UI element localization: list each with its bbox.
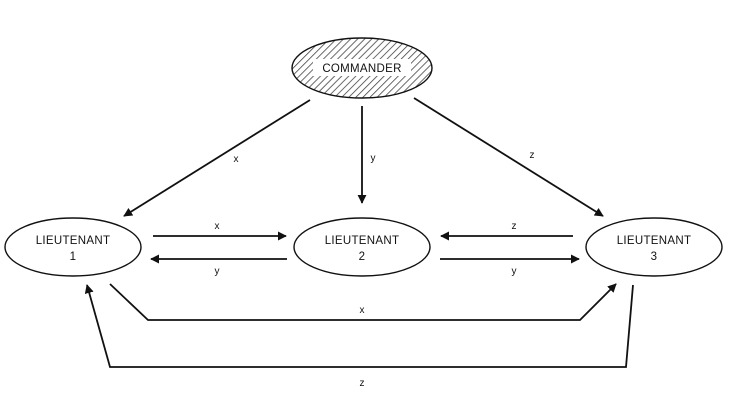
edge-lieutenant-3-to-lieutenant-1-line bbox=[84, 284, 634, 368]
lieutenant-2-number: 2 bbox=[359, 251, 366, 263]
commander-label: COMMANDER bbox=[322, 63, 401, 75]
edge-lieutenant-1-to-lieutenant-2-label: x bbox=[215, 221, 220, 232]
edge-lieutenant-1-to-lieutenant-3: x bbox=[109, 283, 617, 321]
edge-commander-to-lieutenant-3-label: z bbox=[530, 150, 535, 161]
edge-lieutenant-2-to-lieutenant-3: y bbox=[440, 254, 580, 277]
edge-commander-to-lieutenant-1: x bbox=[123, 99, 311, 217]
edge-commander-to-lieutenant-2: y bbox=[357, 106, 376, 204]
lieutenant-1-label: LIEUTENANT bbox=[36, 235, 111, 247]
lieutenant-3-label: LIEUTENANT bbox=[617, 235, 692, 247]
lieutenant-1-ellipse bbox=[4, 217, 142, 277]
edge-commander-to-lieutenant-1-label: x bbox=[234, 154, 239, 165]
edge-lieutenant-3-to-lieutenant-1: z bbox=[84, 284, 634, 389]
edge-lieutenant-3-to-lieutenant-1-label: z bbox=[360, 378, 365, 389]
lieutenant-1-node: LIEUTENANT 1 bbox=[4, 217, 142, 277]
lieutenant-3-number: 3 bbox=[651, 251, 658, 263]
edge-commander-to-lieutenant-2-label: y bbox=[371, 153, 376, 164]
edge-lieutenant-3-to-lieutenant-2-label: z bbox=[512, 221, 517, 232]
commander-label-backing bbox=[313, 59, 411, 76]
lieutenant-2-label: LIEUTENANT bbox=[325, 235, 400, 247]
edge-lieutenant-2-to-lieutenant-1-label: y bbox=[215, 266, 220, 277]
lieutenant-3-ellipse bbox=[585, 217, 723, 277]
edge-commander-to-lieutenant-1-line bbox=[123, 99, 311, 217]
edge-lieutenant-3-to-lieutenant-2: z bbox=[440, 221, 573, 241]
edge-commander-to-lieutenant-3: z bbox=[413, 97, 604, 217]
lieutenant-3-node: LIEUTENANT 3 bbox=[585, 217, 723, 277]
edge-lieutenant-2-to-lieutenant-1: y bbox=[150, 254, 287, 277]
lieutenant-1-number: 1 bbox=[70, 251, 77, 263]
edge-lieutenant-1-to-lieutenant-3-line bbox=[109, 283, 617, 321]
edge-lieutenant-1-to-lieutenant-2: x bbox=[153, 221, 287, 241]
edge-commander-to-lieutenant-3-line bbox=[413, 97, 604, 217]
edge-lieutenant-2-to-lieutenant-3-label: y bbox=[512, 266, 517, 277]
lieutenant-2-node: LIEUTENANT 2 bbox=[293, 217, 431, 277]
lieutenant-2-ellipse bbox=[293, 217, 431, 277]
commander-node: COMMANDER bbox=[291, 37, 433, 99]
edge-lieutenant-1-to-lieutenant-3-label: x bbox=[360, 305, 365, 316]
